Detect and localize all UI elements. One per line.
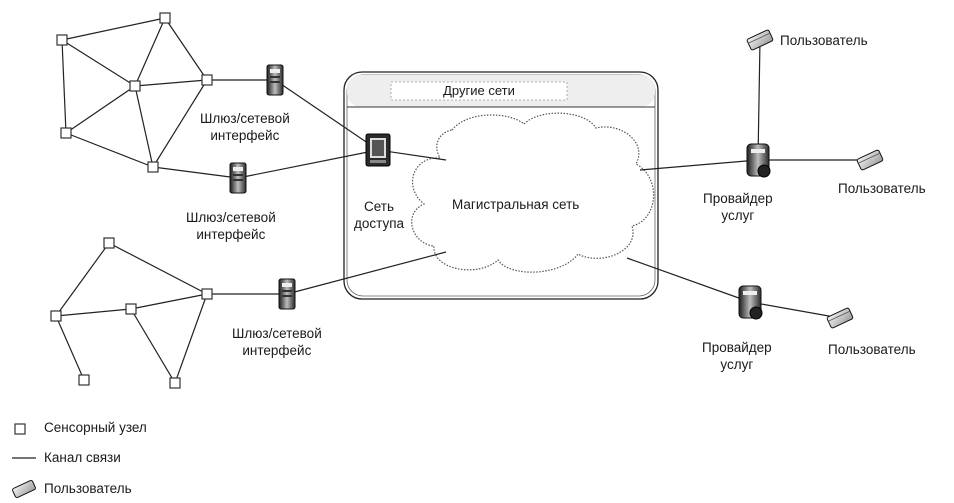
- legend-user-icon: [12, 479, 36, 499]
- gateway-label-line2: интерфейс: [242, 343, 312, 358]
- legend-sensor-node-icon: [14, 423, 26, 435]
- legend-sensor-node-label: Сенсорный узел: [44, 420, 147, 435]
- gateway-label-line1: Шлюз/сетевой: [200, 111, 290, 126]
- sensor-nodes: [50, 12, 213, 389]
- provider-label-1: Провайдер услуг: [703, 190, 773, 224]
- sensor-node: [159, 12, 171, 24]
- sensor-node: [125, 303, 137, 315]
- provider-label-line1: Провайдер: [702, 340, 772, 355]
- other-networks-label: Другие сети: [443, 83, 515, 98]
- sensor-node: [147, 161, 159, 173]
- gateway-server-icon: [266, 64, 284, 96]
- access-network-label: Сеть доступа: [354, 198, 404, 232]
- sensor-node: [201, 74, 213, 86]
- provider-server-icon: [738, 285, 763, 320]
- sensor-node: [78, 374, 90, 386]
- access-network-label-line2: доступа: [354, 216, 405, 231]
- sensor-node: [103, 237, 115, 249]
- access-network-device-icon: [365, 133, 391, 167]
- legend-user-label: Пользователь: [44, 481, 132, 496]
- gateway-label-1: Шлюз/сетевой интерфейс: [200, 110, 290, 144]
- sensor-node: [129, 80, 141, 92]
- user-terminal-icon: [856, 149, 884, 171]
- gateway-label-line1: Шлюз/сетевой: [186, 210, 276, 225]
- sensor-node: [201, 288, 213, 300]
- sensor-node: [56, 34, 68, 46]
- user-terminal-icon: [746, 29, 774, 51]
- gateway-label-2: Шлюз/сетевой интерфейс: [186, 209, 276, 243]
- legend-link-label: Канал связи: [44, 450, 121, 465]
- provider-label-2: Провайдер услуг: [702, 339, 772, 373]
- sensor-node: [50, 310, 62, 322]
- gateway-label-line1: Шлюз/сетевой: [232, 326, 322, 341]
- provider-label-line1: Провайдер: [703, 191, 773, 206]
- provider-server-icon: [746, 143, 771, 178]
- gateway-server-icon: [229, 162, 247, 194]
- sensor-node: [169, 377, 181, 389]
- backbone-label: Магистральная сеть: [452, 197, 580, 212]
- provider-label-line2: услуг: [721, 208, 755, 223]
- links: [55, 17, 870, 384]
- gateway-label-3: Шлюз/сетевой интерфейс: [232, 325, 322, 359]
- user-label-2: Пользователь: [838, 181, 926, 196]
- user-label-3: Пользователь: [828, 342, 916, 357]
- user-label-1: Пользователь: [780, 33, 868, 48]
- sensor-node: [60, 127, 72, 139]
- gateway-server-icon: [278, 278, 296, 310]
- access-network-label-line1: Сеть: [364, 199, 395, 214]
- provider-label-line2: услуг: [720, 357, 754, 372]
- gateway-label-line2: интерфейс: [196, 227, 266, 242]
- gateway-label-line2: интерфейс: [210, 128, 280, 143]
- backbone-cloud: [411, 112, 655, 273]
- user-terminal-icon: [826, 307, 854, 329]
